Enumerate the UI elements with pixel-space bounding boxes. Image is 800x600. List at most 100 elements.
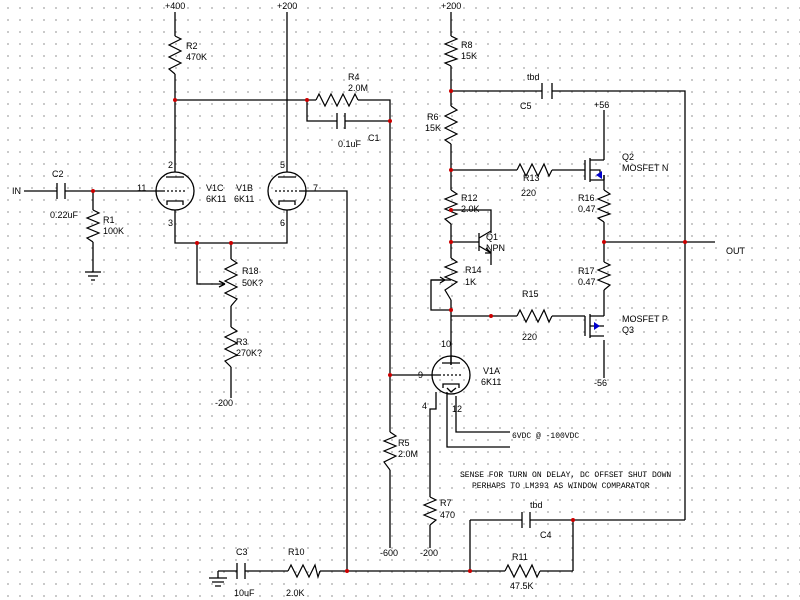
r18-value: 50K?	[242, 278, 263, 288]
r17-ref: R17	[578, 266, 595, 276]
r4-ref: R4	[348, 72, 360, 82]
r15-ref: R15	[522, 289, 539, 299]
mosfet-q3	[584, 314, 604, 338]
pin-v1b-plate: 5	[280, 160, 285, 170]
resistor-r14	[443, 257, 459, 301]
r5-ref: R5	[398, 438, 410, 448]
rail-label-p56: +56	[594, 100, 609, 110]
r2-value: 470K	[186, 52, 207, 62]
tube-v1c	[155, 165, 195, 218]
resistor-r12	[443, 189, 459, 225]
resistor-r3	[223, 326, 239, 368]
r10-value: 2.0K	[286, 588, 305, 598]
resistor-r8	[443, 35, 459, 67]
q2-type: MOSFET N	[622, 163, 668, 173]
q3-ref: Q3	[622, 325, 634, 335]
pin-v1a-plate: 10	[441, 339, 451, 349]
r14-value: 1K	[465, 277, 476, 287]
r6-value: 15K	[425, 123, 441, 133]
c1-ref: C1	[368, 133, 380, 143]
c3-ref: C3	[236, 547, 248, 557]
r17-value: 0.47	[578, 277, 596, 287]
c5-ref: C5	[520, 101, 532, 111]
pin-v1c-cath: 3	[168, 218, 173, 228]
heater-note: 6VDC @ -100VDC	[512, 432, 579, 441]
tube-v1b	[267, 165, 307, 218]
r3-value: 270K?	[236, 348, 262, 358]
r18-ref: R18	[242, 266, 259, 276]
r4-value: 2.0M	[348, 83, 368, 93]
rail-label-p200b: +200	[441, 1, 461, 11]
resistor-r11	[504, 563, 541, 579]
sense-note-line2: PERHAPS TO LM393 AS WINDOW COMPARATOR	[472, 482, 650, 491]
v1b-type: 6K11	[234, 194, 254, 204]
trimmer-arrow-r18	[216, 280, 226, 288]
resistor-r18	[223, 258, 239, 307]
capacitor-c4	[521, 512, 531, 528]
q2-ref: Q2	[622, 152, 634, 162]
c5-value: tbd	[527, 72, 540, 82]
resistor-r5	[382, 431, 398, 471]
ground-symbol-r1	[85, 271, 101, 281]
labels: +400 +200 +200 -200 -200 -600 +56 -56 IN…	[12, 1, 746, 598]
r3-ref: R3	[236, 337, 248, 347]
r13-value: 220	[521, 188, 536, 198]
q3-type: MOSFET P	[622, 314, 668, 324]
r13-ref: R13	[523, 173, 540, 183]
r12-ref: R12	[461, 193, 478, 203]
r8-ref: R8	[461, 40, 473, 50]
capacitor-c2	[56, 183, 66, 199]
transistor-q1	[478, 230, 492, 254]
output-label: OUT	[726, 246, 746, 256]
capacitor-c3	[236, 563, 246, 579]
rail-label-p400: +400	[165, 1, 185, 11]
pin-v1c-grid: 11	[137, 183, 146, 193]
mosfet-q2	[584, 150, 605, 182]
r16-ref: R16	[578, 193, 595, 203]
capacitor-c5	[541, 83, 553, 99]
resistor-r4	[315, 92, 359, 108]
rail-label-m56: -56	[594, 378, 607, 388]
c2-value: 0.22uF	[50, 210, 79, 220]
r11-ref: R11	[512, 552, 528, 562]
pin-v1a-h2: 12	[452, 404, 462, 414]
v1a-type: 6K11	[481, 377, 501, 387]
v1a-ref: V1A	[483, 366, 500, 376]
pin-v1c-plate: 2	[168, 160, 173, 170]
resistor-r7	[422, 496, 438, 526]
r1-value: 100K	[103, 226, 124, 236]
q1-ref: Q1	[486, 232, 498, 242]
r8-value: 15K	[461, 51, 477, 61]
r6-ref: R6	[427, 112, 439, 122]
c1-value: 0.1uF	[338, 139, 362, 149]
r2-ref: R2	[186, 41, 198, 51]
junction-dots	[91, 89, 687, 573]
r14-ref: R14	[465, 265, 482, 275]
tube-v1a	[431, 355, 471, 395]
pin-v1b-grid: 7	[313, 183, 318, 193]
trimmer-arrow-r14	[431, 276, 446, 284]
resistor-r13	[516, 162, 553, 178]
pin-v1a-h1: 4	[422, 401, 427, 411]
resistor-r17	[596, 261, 612, 291]
capacitor-c1	[336, 113, 346, 129]
rail-label-p200a: +200	[277, 1, 297, 11]
r16-value: 0.47	[578, 204, 596, 214]
rail-label-m600: -600	[380, 548, 398, 558]
ground-symbol-c3	[209, 577, 227, 587]
c4-ref: C4	[540, 530, 552, 540]
resistor-r2	[167, 35, 183, 75]
r12-value: 2.0K	[461, 204, 480, 214]
resistors	[85, 35, 612, 580]
r7-value: 470	[440, 510, 455, 520]
r5-value: 2.0M	[398, 449, 418, 459]
v1b-ref: V1B	[236, 183, 253, 193]
resistor-r6	[443, 105, 459, 145]
r1-ref: R1	[103, 215, 115, 225]
v1c-type: 6K11	[206, 194, 226, 204]
resistor-r1	[85, 209, 101, 243]
q1-type: NPN	[486, 243, 505, 253]
input-label: IN	[12, 186, 21, 196]
c3-value: 10uF	[234, 588, 255, 598]
